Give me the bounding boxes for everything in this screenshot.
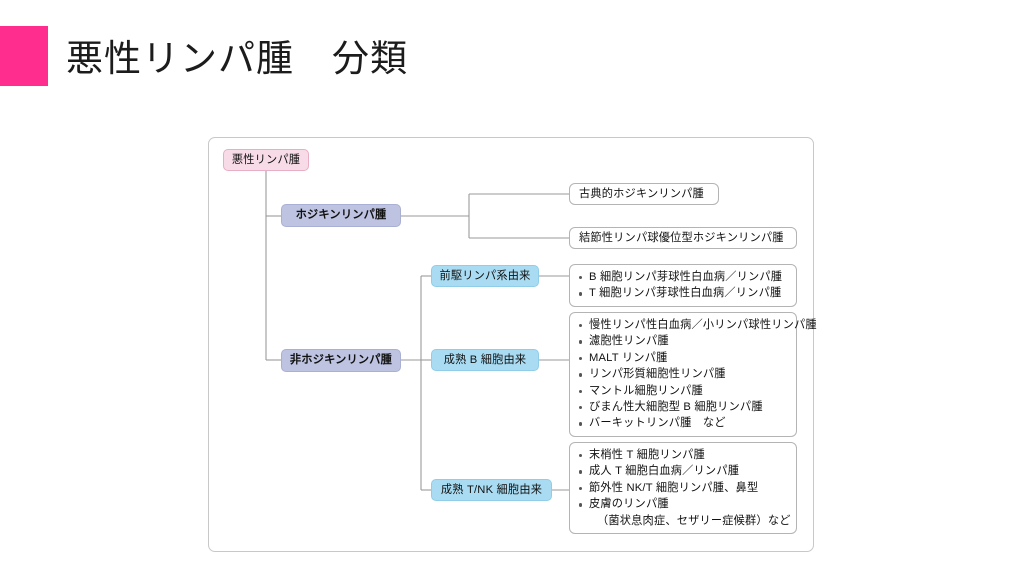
list-item-label: 成人 T 細胞白血病／リンパ腫 [589, 465, 740, 478]
list-item-label: 皮膚のリンパ腫 [589, 498, 669, 511]
list-item-label: リンパ形質細胞性リンパ腫 [589, 368, 726, 381]
list-item-label: びまん性大細胞型 B 細胞リンパ腫 [589, 401, 763, 414]
list-item: 濾胞性リンパ腫 [578, 333, 788, 349]
page-title: 悪性リンパ腫 分類 [66, 38, 408, 79]
list-item-label: T 細胞リンパ芽球性白血病／リンパ腫 [589, 287, 782, 300]
node-mature-b-cell[interactable]: 成熟 B 細胞由来 [431, 349, 539, 371]
list-item: B 細胞リンパ芽球性白血病／リンパ腫 [578, 269, 788, 285]
diagram-canvas: 悪性リンパ腫 ホジキンリンパ腫 古典的ホジキンリンパ腫 結節性リンパ球優位型ホジ… [209, 138, 817, 553]
leaf-list: B 細胞リンパ芽球性白血病／リンパ腫 T 細胞リンパ芽球性白血病／リンパ腫 [578, 269, 788, 302]
list-item: 成人 T 細胞白血病／リンパ腫 [578, 463, 788, 479]
leaf-list-precursor[interactable]: B 細胞リンパ芽球性白血病／リンパ腫 T 細胞リンパ芽球性白血病／リンパ腫 [569, 264, 797, 307]
list-item-label: MALT リンパ腫 [589, 351, 668, 364]
list-item: T 細胞リンパ芽球性白血病／リンパ腫 [578, 285, 788, 301]
list-item: MALT リンパ腫 [578, 350, 788, 366]
diagram-frame: 悪性リンパ腫 ホジキンリンパ腫 古典的ホジキンリンパ腫 結節性リンパ球優位型ホジ… [208, 137, 817, 553]
leaf-classic-hodgkin[interactable]: 古典的ホジキンリンパ腫 [569, 183, 719, 205]
list-item: バーキットリンパ腫 など [578, 415, 788, 431]
node-non-hodgkin-lymphoma[interactable]: 非ホジキンリンパ腫 [281, 349, 401, 372]
list-item: マントル細胞リンパ腫 [578, 383, 788, 399]
list-item-continuation: （菌状息肉症、セザリー症候群）など [597, 514, 791, 527]
list-item: 慢性リンパ性白血病／小リンパ球性リンパ腫 [578, 317, 817, 333]
page-header: 悪性リンパ腫 分類 [0, 0, 1024, 120]
list-item: 節外性 NK/T 細胞リンパ腫、鼻型 [578, 480, 788, 496]
leaf-list-mature-b[interactable]: 慢性リンパ性白血病／小リンパ球性リンパ腫 濾胞性リンパ腫 MALT リンパ腫 リ… [569, 312, 817, 437]
list-item-label: 慢性リンパ性白血病／小リンパ球性リンパ腫 [589, 319, 817, 331]
list-item-label: 節外性 NK/T 細胞リンパ腫、鼻型 [589, 481, 759, 494]
node-root-malignant-lymphoma[interactable]: 悪性リンパ腫 [223, 149, 309, 171]
list-item-label: 濾胞性リンパ腫 [589, 335, 669, 348]
leaf-label: 古典的ホジキンリンパ腫 [579, 187, 704, 200]
list-item-label: バーキットリンパ腫 など [589, 417, 726, 430]
node-hodgkin-lymphoma[interactable]: ホジキンリンパ腫 [281, 204, 401, 227]
list-item: リンパ形質細胞性リンパ腫 [578, 366, 788, 382]
node-precursor-lymphoid[interactable]: 前駆リンパ系由来 [431, 265, 539, 287]
accent-bar [0, 26, 48, 86]
list-item: 末梢性 T 細胞リンパ腫 [578, 447, 788, 463]
list-item: びまん性大細胞型 B 細胞リンパ腫 [578, 399, 788, 415]
leaf-list: 末梢性 T 細胞リンパ腫 成人 T 細胞白血病／リンパ腫 節外性 NK/T 細胞… [578, 447, 791, 529]
leaf-list-mature-tnk[interactable]: 末梢性 T 細胞リンパ腫 成人 T 細胞白血病／リンパ腫 節外性 NK/T 細胞… [569, 442, 797, 535]
list-item: 皮膚のリンパ腫 （菌状息肉症、セザリー症候群）など [578, 496, 791, 529]
list-item-label: マントル細胞リンパ腫 [589, 384, 703, 397]
leaf-list: 慢性リンパ性白血病／小リンパ球性リンパ腫 濾胞性リンパ腫 MALT リンパ腫 リ… [578, 317, 817, 432]
node-mature-t-nk-cell[interactable]: 成熟 T/NK 細胞由来 [431, 479, 552, 501]
list-item-label: B 細胞リンパ芽球性白血病／リンパ腫 [589, 271, 783, 283]
leaf-nodular-lymphocyte-predominant-hodgkin[interactable]: 結節性リンパ球優位型ホジキンリンパ腫 [569, 227, 797, 249]
leaf-label: 結節性リンパ球優位型ホジキンリンパ腫 [579, 231, 784, 244]
list-item-label: 末梢性 T 細胞リンパ腫 [589, 449, 705, 461]
